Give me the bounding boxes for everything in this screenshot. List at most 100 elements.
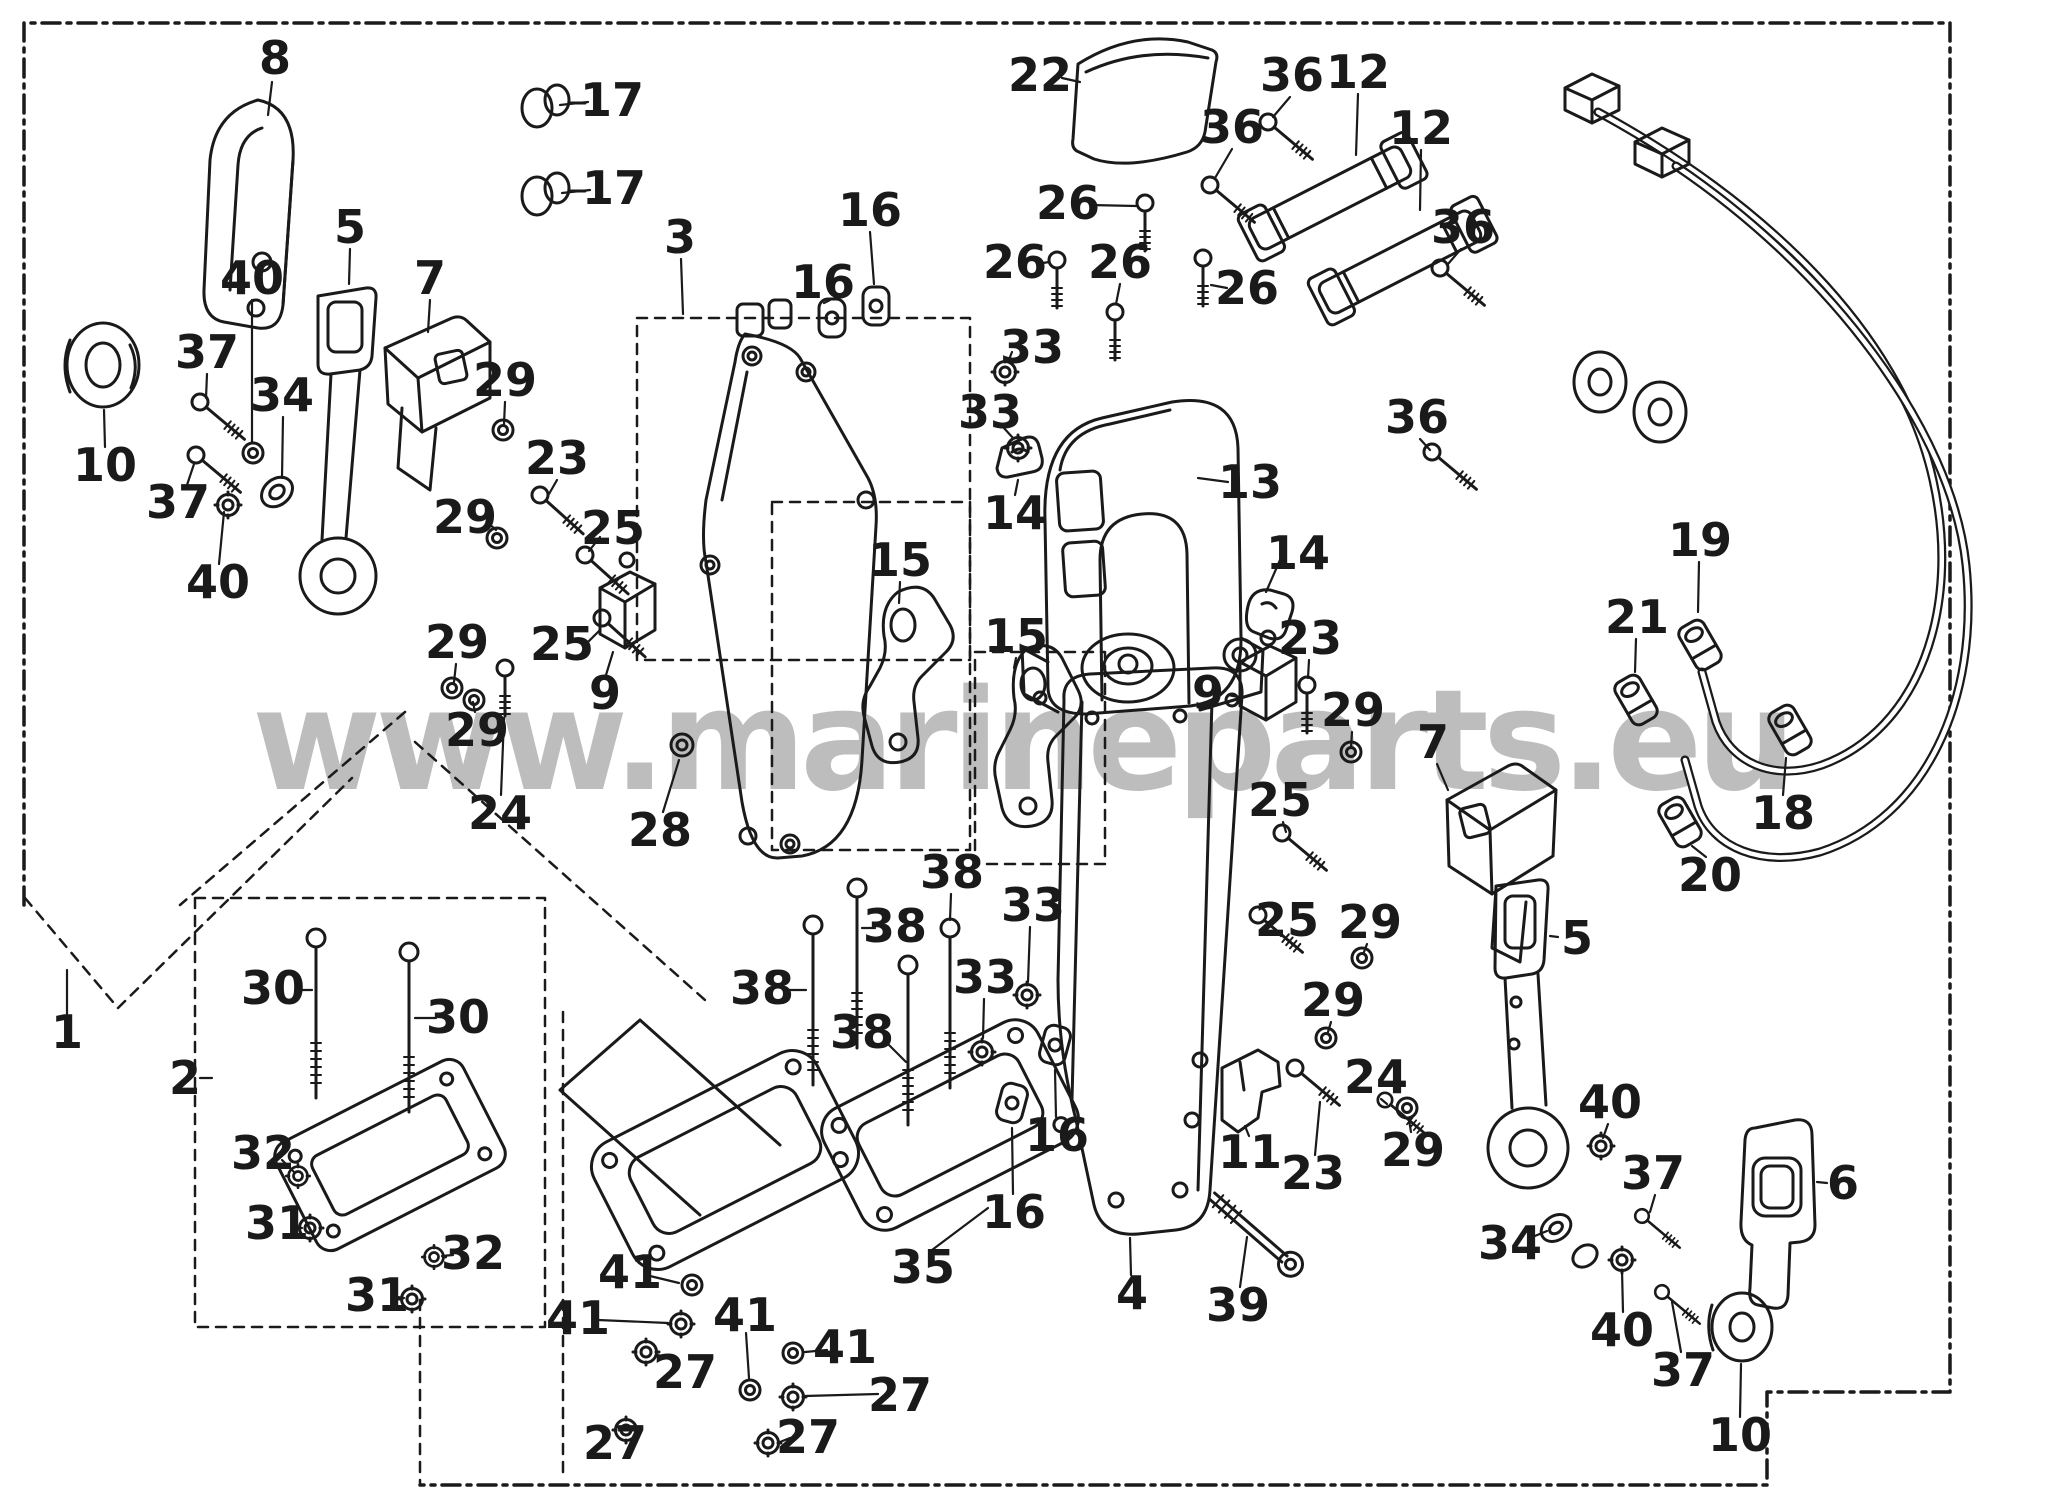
part-6-bracket <box>1739 1118 1817 1310</box>
part-3-cover <box>699 298 878 860</box>
part-label-30: 30 <box>240 961 306 1015</box>
part-35-gasket-plates <box>558 1018 1080 1271</box>
part-label-40: 40 <box>1589 1303 1655 1357</box>
part-label-33: 33 <box>957 385 1023 439</box>
part-15-gasket-a <box>861 585 955 765</box>
part-label-29: 29 <box>432 490 498 544</box>
part-label-4: 4 <box>1115 1266 1149 1320</box>
part-label-40: 40 <box>1577 1075 1643 1129</box>
part-28-washer <box>669 732 695 758</box>
part-label-36: 36 <box>1199 100 1265 154</box>
part-label-37: 37 <box>174 325 240 379</box>
part-label-37: 37 <box>1620 1146 1686 1200</box>
part-label-20: 20 <box>1677 848 1743 902</box>
part-label-25: 25 <box>1254 893 1320 947</box>
part-4-housing <box>1056 632 1258 1236</box>
part-label-26: 26 <box>1214 261 1280 315</box>
part-label-32: 32 <box>230 1126 296 1180</box>
part-10-grommet-right <box>1707 1291 1774 1363</box>
part-label-40: 40 <box>219 251 285 305</box>
part-5-lever-right <box>1486 878 1570 1190</box>
part-label-15: 15 <box>983 609 1049 663</box>
part-label-19: 19 <box>1667 513 1733 567</box>
part-label-27: 27 <box>867 1368 933 1422</box>
part-label-18: 18 <box>1750 786 1816 840</box>
part-label-9: 9 <box>588 666 622 720</box>
part-7-box-right <box>1445 762 1558 964</box>
part-label-12: 12 <box>1325 45 1391 99</box>
part-label-38: 38 <box>829 1005 895 1059</box>
part-label-36: 36 <box>1430 200 1496 254</box>
part-10-grommet-left <box>63 321 141 409</box>
part-39-bolt <box>1207 1191 1304 1278</box>
part-label-26: 26 <box>1087 235 1153 289</box>
part-label-15: 15 <box>867 533 933 587</box>
part-label-14: 14 <box>982 486 1048 540</box>
part-label-25: 25 <box>1247 773 1313 827</box>
part-label-38: 38 <box>919 845 985 899</box>
part-label-23: 23 <box>524 431 590 485</box>
hardware-cluster-37-40-34-left <box>183 389 294 520</box>
leader-lines <box>65 76 1829 1444</box>
part-label-33: 33 <box>999 320 1065 374</box>
part-label-29: 29 <box>444 703 510 757</box>
part-label-29: 29 <box>424 615 490 669</box>
part-label-34: 34 <box>249 368 315 422</box>
part-label-36: 36 <box>1259 48 1325 102</box>
part-12-brackets <box>1236 130 1499 327</box>
hardware-34-40-37-right <box>1539 1131 1706 1331</box>
part-label-30: 30 <box>425 990 491 1044</box>
part-label-5: 5 <box>333 200 367 254</box>
part-label-27: 27 <box>652 1345 718 1399</box>
part-8-handle <box>202 98 295 330</box>
part-label-31: 31 <box>344 1268 410 1322</box>
part-label-10: 10 <box>72 438 138 492</box>
part-label-26: 26 <box>1035 176 1101 230</box>
part-label-27: 27 <box>582 1416 648 1470</box>
part-label-40: 40 <box>185 555 251 609</box>
part-label-6: 6 <box>1826 1156 1860 1210</box>
part-label-24: 24 <box>1343 1050 1409 1104</box>
part-label-17: 17 <box>579 73 645 127</box>
part-label-37: 37 <box>145 475 211 529</box>
part-label-29: 29 <box>1380 1123 1446 1177</box>
part-label-35: 35 <box>890 1240 956 1294</box>
part-label-7: 7 <box>1416 715 1450 769</box>
part-label-7: 7 <box>413 251 447 305</box>
part-label-16: 16 <box>1024 1108 1090 1162</box>
part-label-5: 5 <box>1560 911 1594 965</box>
cables-18-19-20-21 <box>1563 72 1973 862</box>
part-label-39: 39 <box>1205 1278 1271 1332</box>
part-5-lever-left <box>298 286 378 616</box>
part-22-sheet <box>1071 37 1219 165</box>
part-label-31: 31 <box>244 1196 310 1250</box>
part-9-cushion-right <box>1238 629 1298 722</box>
part-label-16: 16 <box>837 183 903 237</box>
part-9-cushion-left <box>598 551 657 650</box>
part-15-gasket-b <box>993 644 1083 829</box>
part-label-29: 29 <box>1320 683 1386 737</box>
part-label-38: 38 <box>729 961 795 1015</box>
part-label-25: 25 <box>580 501 646 555</box>
part-11-bracket <box>1220 1048 1282 1134</box>
part-label-26: 26 <box>982 235 1048 289</box>
part-label-3: 3 <box>663 210 697 264</box>
page-border <box>22 21 1952 1487</box>
part-label-21: 21 <box>1604 590 1670 644</box>
part-label-9: 9 <box>1191 666 1225 720</box>
part-label-14: 14 <box>1265 526 1331 580</box>
part-label-23: 23 <box>1280 1146 1346 1200</box>
part-label-32: 32 <box>440 1226 506 1280</box>
part-label-12: 12 <box>1388 101 1454 155</box>
part-label-13: 13 <box>1217 455 1283 509</box>
part-label-41: 41 <box>712 1288 778 1342</box>
part-label-27: 27 <box>775 1410 841 1464</box>
part-label-16: 16 <box>981 1185 1047 1239</box>
part-label-29: 29 <box>1337 895 1403 949</box>
part-label-37: 37 <box>1650 1343 1716 1397</box>
part-label-36: 36 <box>1384 390 1450 444</box>
part-label-10: 10 <box>1707 1408 1773 1462</box>
